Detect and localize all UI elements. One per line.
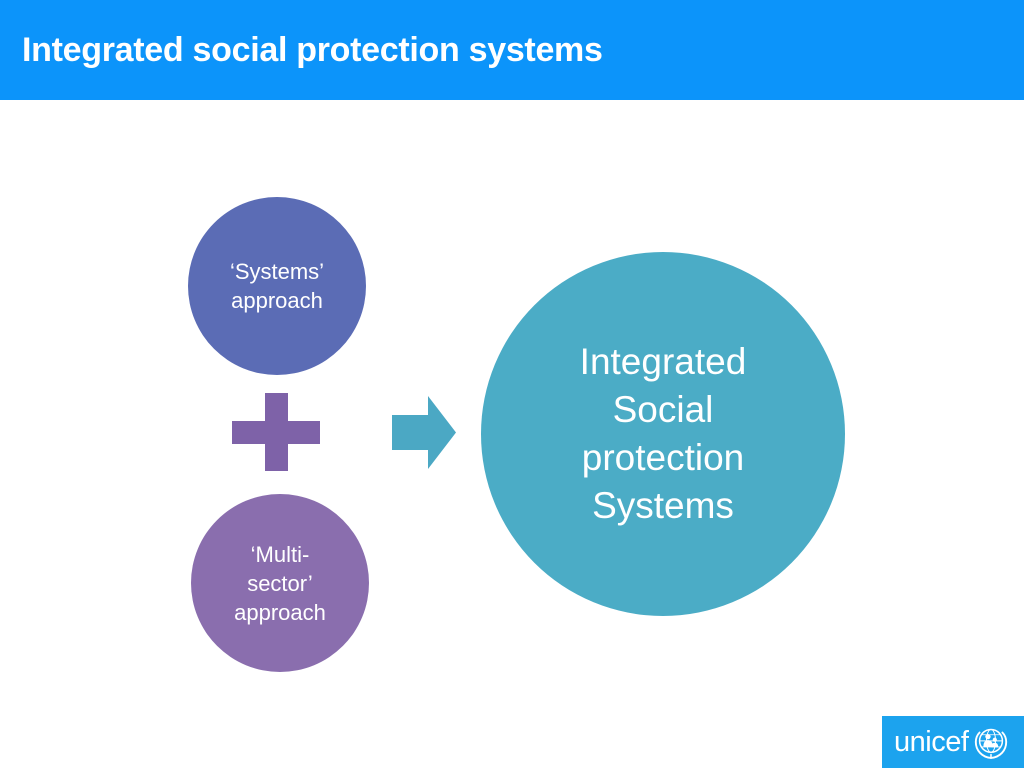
diagram-area: ‘Systems’ approach ‘Multi- sector’ appro… bbox=[0, 100, 1024, 768]
circle-multi-sector-approach: ‘Multi- sector’ approach bbox=[191, 494, 369, 672]
unicef-wordmark: unicef bbox=[894, 725, 969, 758]
plus-vertical-bar bbox=[265, 393, 288, 471]
circle-systems-line-2: approach bbox=[231, 288, 323, 313]
circle-systems-line-1: ‘Systems’ bbox=[229, 259, 325, 284]
circle-integrated-social-protection-systems: Integrated Social protection Systems bbox=[481, 252, 845, 616]
circle-result-line-4: Systems bbox=[592, 485, 734, 526]
circle-multisector-line-1: ‘Multi- bbox=[250, 541, 310, 567]
circle-multisector-line-2: sector’ bbox=[247, 570, 313, 596]
circle-result-line-1: Integrated bbox=[579, 341, 747, 382]
circle-result-text: Integrated Social protection Systems bbox=[481, 338, 845, 530]
right-arrow-shape bbox=[392, 396, 456, 469]
right-arrow-icon bbox=[392, 396, 456, 469]
un-globe-laurel-emblem-icon bbox=[975, 728, 1008, 759]
circle-multisector-text: ‘Multi- sector’ approach bbox=[191, 540, 369, 627]
circle-result-line-2: Social bbox=[612, 389, 714, 430]
plus-sign-icon bbox=[232, 393, 320, 471]
circle-systems-text: ‘Systems’ approach bbox=[188, 257, 366, 315]
page-title: Integrated social protection systems bbox=[22, 31, 603, 69]
circle-multisector-line-3: approach bbox=[234, 599, 326, 625]
unicef-logo: unicef bbox=[882, 716, 1024, 768]
circle-result-line-3: protection bbox=[581, 437, 745, 478]
title-banner: Integrated social protection systems bbox=[0, 0, 1024, 100]
circle-systems-approach: ‘Systems’ approach bbox=[188, 197, 366, 375]
